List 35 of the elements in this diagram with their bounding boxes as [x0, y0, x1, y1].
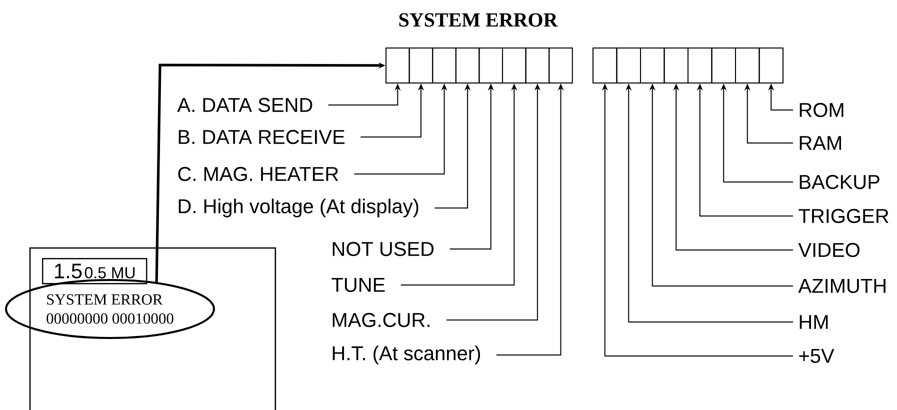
- bit-label: B. DATA RECEIVE: [178, 130, 345, 144]
- register-cell: [455, 48, 480, 84]
- bit-label: TRIGGER: [798, 208, 888, 224]
- register-cell: [478, 48, 503, 84]
- bit-label: MAG.CUR.: [332, 312, 430, 328]
- bit-label: BACKUP: [800, 174, 880, 190]
- range-box: 1.50.5 MU: [42, 258, 148, 284]
- bit-label: D. High voltage (At display): [178, 198, 418, 218]
- bit-label: TUNE: [332, 278, 385, 292]
- register-cell: [735, 48, 760, 84]
- register-cell: [688, 48, 712, 84]
- bit-label: AZIMUTH: [798, 279, 886, 293]
- bit-label: VIDEO: [798, 242, 860, 258]
- bit-label: A. DATA SEND: [177, 98, 312, 112]
- bit-label: HM: [800, 315, 828, 329]
- register-cell: [386, 48, 410, 84]
- register-cell: [592, 48, 618, 84]
- register-cell: [432, 48, 456, 84]
- register-cell: [758, 48, 784, 84]
- display-screen: [29, 247, 276, 410]
- register-cell: [548, 48, 573, 84]
- bit-label: H.T. (At scanner): [332, 346, 480, 364]
- register-cell: [616, 48, 641, 84]
- bit-label: RAM: [800, 136, 841, 150]
- register-cell: [664, 48, 688, 84]
- register-cell: [408, 48, 434, 84]
- bit-label: NOT USED: [332, 242, 434, 256]
- register-cell: [711, 48, 736, 84]
- register-cell: [640, 48, 665, 84]
- bit-label: +5V: [799, 349, 834, 363]
- register-cell: [502, 48, 526, 84]
- bit-label: ROM: [800, 102, 844, 118]
- bit-label: C. MAG. HEATER: [178, 166, 338, 182]
- register-cell: [525, 48, 550, 84]
- heading: SYSTEM ERROR: [399, 13, 558, 27]
